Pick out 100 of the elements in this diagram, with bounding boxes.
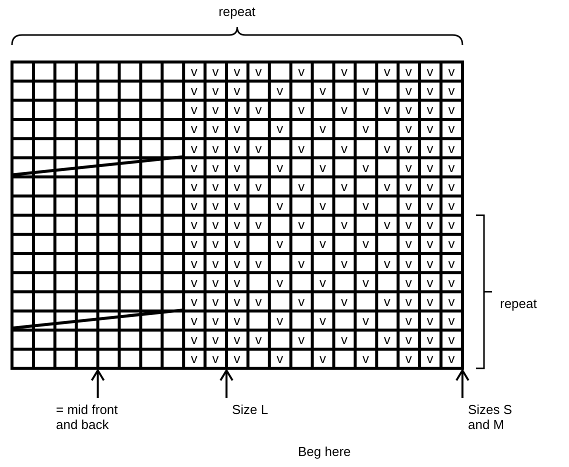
arrow — [90, 369, 105, 398]
stitch-symbol: v — [232, 351, 242, 366]
stitch-symbol: v — [297, 102, 306, 118]
stitch-symbol: v — [361, 198, 370, 214]
stitch-symbol: v — [232, 236, 242, 252]
stitch-symbol: v — [447, 83, 456, 98]
stitch-symbol: v — [190, 312, 198, 328]
stitch-symbol: v — [318, 83, 328, 98]
stitch-symbol: v — [318, 236, 328, 252]
stitch-symbol: v — [276, 351, 284, 366]
stitch-symbol: v — [190, 160, 198, 175]
stitch-symbol: v — [426, 140, 434, 156]
repeat-label: repeat — [218, 4, 256, 19]
stitch-symbol: v — [190, 83, 198, 98]
stitch-symbol: v — [426, 83, 434, 98]
stitch-symbol: v — [447, 102, 456, 118]
stitch-symbol: v — [382, 217, 392, 232]
stitch-symbol: v — [318, 312, 328, 328]
stitch-symbol: v — [404, 332, 413, 348]
stitch-symbol: v — [404, 217, 413, 232]
stitch-symbol: v — [232, 312, 242, 328]
stitch-symbol: v — [447, 256, 456, 270]
stitch-symbol: v — [297, 140, 306, 156]
stitch-symbol: v — [276, 83, 284, 98]
stitch-symbol: v — [340, 256, 348, 270]
stitch-symbol: v — [447, 312, 456, 328]
stitch-symbol: v — [190, 274, 198, 290]
stitch-symbol: v — [211, 64, 220, 79]
stitch-symbol: v — [190, 256, 198, 270]
stitch-symbol: v — [426, 121, 434, 136]
stitch-symbol: v — [361, 312, 370, 328]
stitch-symbol: v — [340, 217, 348, 232]
stitch-symbol: v — [254, 294, 263, 309]
stitch-symbol: v — [211, 351, 220, 366]
stitch-symbol: v — [232, 160, 242, 175]
stitch-symbol: v — [361, 351, 370, 366]
stitch-symbol: v — [254, 102, 263, 118]
stitch-symbol: v — [211, 256, 220, 270]
stitch-symbol: v — [232, 256, 242, 270]
stitch-symbol: v — [404, 121, 413, 136]
stitch-symbol: v — [211, 332, 220, 348]
stitch-symbol: v — [190, 140, 198, 156]
stitch-symbol: v — [447, 160, 456, 175]
stitch-symbol: v — [211, 160, 220, 175]
stitch-symbol: v — [361, 121, 370, 136]
stitch-symbol: v — [276, 236, 284, 252]
stitch-symbol: v — [340, 294, 348, 309]
stitch-symbol: v — [254, 140, 263, 156]
stitch-symbol: v — [297, 294, 306, 309]
stitch-symbol: v — [447, 198, 456, 214]
stitch-symbol: v — [254, 256, 263, 270]
stitch-symbol: v — [232, 217, 242, 232]
stitch-symbol: v — [404, 256, 413, 270]
stitch-symbol: v — [232, 294, 242, 309]
chart-grid — [10, 60, 464, 370]
stitch-symbol: v — [211, 236, 220, 252]
stitch-symbol: v — [276, 121, 284, 136]
stitch-symbol: v — [426, 351, 434, 366]
arrow — [220, 369, 234, 398]
stitch-symbol: v — [447, 274, 456, 290]
stitch-symbol: v — [211, 274, 220, 290]
stitch-symbol: v — [211, 198, 220, 214]
stitch-symbol: v — [318, 121, 328, 136]
stitch-symbol: v — [232, 64, 242, 79]
stitch-symbol: v — [211, 294, 220, 309]
stitch-symbol: v — [426, 236, 434, 252]
stitch-symbol: v — [404, 160, 413, 175]
stitch-symbol: v — [447, 140, 456, 156]
size-label: Size L — [232, 402, 292, 417]
arrow — [455, 369, 470, 398]
stitch-symbol: v — [426, 178, 434, 194]
stitch-symbol: v — [404, 294, 413, 309]
stitch-symbol: v — [254, 332, 263, 348]
stitch-symbol: v — [232, 121, 242, 136]
stitch-symbol: v — [404, 178, 413, 194]
stitch-symbol: v — [404, 351, 413, 366]
stitch-symbol: v — [318, 198, 328, 214]
stitch-symbol: v — [382, 178, 392, 194]
stitch-symbol: v — [232, 140, 242, 156]
stitch-symbol: v — [426, 217, 434, 232]
stitch-symbol: v — [232, 198, 242, 214]
stitch-symbol: v — [447, 178, 456, 194]
stitch-symbol: v — [404, 236, 413, 252]
stitch-symbol: v — [190, 236, 198, 252]
stitch-symbol: v — [211, 102, 220, 118]
stitch-symbol: v — [382, 256, 392, 270]
stitch-symbol: v — [404, 64, 413, 79]
chart-note: = mid front and back — [56, 402, 140, 432]
stitch-symbol: v — [211, 178, 220, 194]
stitch-symbol: v — [254, 217, 263, 232]
stitch-symbol: v — [340, 332, 348, 348]
stitch-symbol: v — [190, 217, 198, 232]
stitch-symbol: v — [361, 274, 370, 290]
stitch-symbol: v — [276, 160, 284, 175]
stitch-symbol: v — [297, 217, 306, 232]
stitch-symbol: v — [404, 102, 413, 118]
stitch-symbol: v — [404, 312, 413, 328]
stitch-symbol: v — [382, 102, 392, 118]
stitch-symbol: v — [211, 312, 220, 328]
stitch-symbol: v — [404, 198, 413, 214]
